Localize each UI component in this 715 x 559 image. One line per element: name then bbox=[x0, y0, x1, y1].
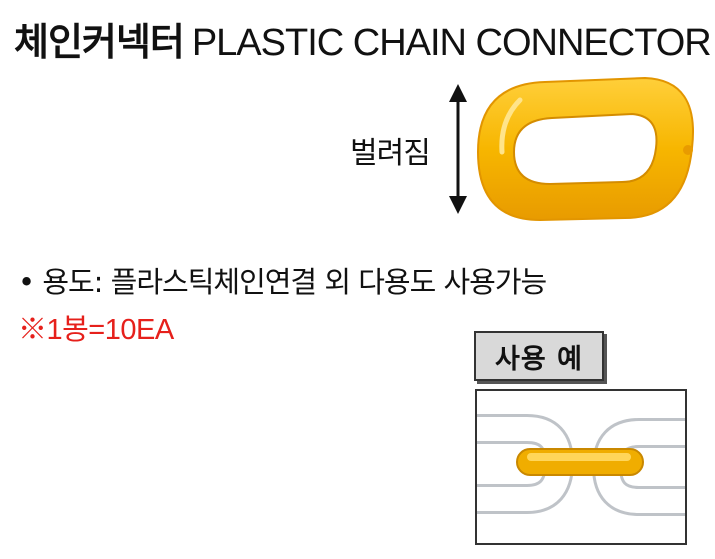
usage-text: • 용도: 플라스틱체인연결 외 다용도 사용가능 bbox=[18, 265, 547, 299]
title-english: PLASTIC CHAIN CONNECTOR bbox=[191, 22, 712, 64]
usage-example-badge: 사용 예 bbox=[474, 331, 604, 381]
connector-product-image bbox=[449, 76, 694, 222]
spread-label: 벌려짐 bbox=[350, 136, 431, 171]
yellow-connector-in-use bbox=[516, 448, 644, 476]
spread-arrow-icon bbox=[449, 84, 467, 214]
usage-example-chain-image bbox=[477, 414, 685, 516]
usage-example-frame bbox=[475, 389, 687, 545]
pack-quantity-note: ※1봉=10EA bbox=[18, 314, 174, 346]
chain-connector-link bbox=[476, 76, 694, 222]
title-korean: 체인커넥터 bbox=[14, 20, 185, 64]
